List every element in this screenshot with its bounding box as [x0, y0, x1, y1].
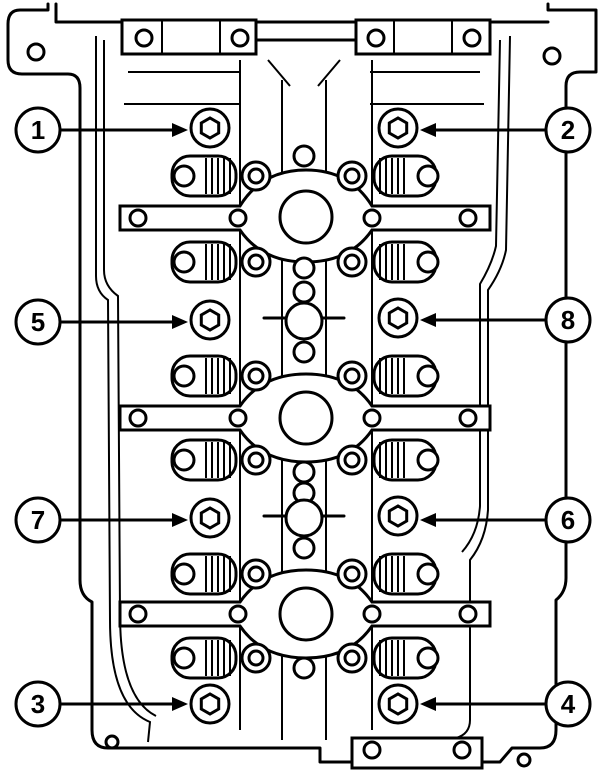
callout-8: 8	[420, 296, 592, 344]
valve-spring	[336, 354, 440, 398]
valve-spring	[336, 552, 440, 596]
callout-number: 6	[561, 505, 575, 535]
callout-number: 4	[561, 689, 576, 719]
valve-spring	[170, 438, 272, 482]
head-bolt-2	[377, 107, 419, 149]
head-bolt-5	[189, 299, 231, 341]
head-bolt-1	[189, 107, 231, 149]
head-bolt-8	[377, 297, 419, 339]
valve-spring	[170, 552, 272, 596]
callout-5: 5	[14, 298, 188, 346]
callout-circle	[544, 496, 592, 544]
callout-circle	[544, 296, 592, 344]
callout-circle	[14, 496, 62, 544]
callout-1: 1	[14, 106, 188, 154]
valve-spring	[336, 154, 440, 198]
head-bolts	[189, 107, 419, 725]
valve-spring	[170, 354, 272, 398]
head-bolt-6	[377, 495, 419, 537]
callout-number: 1	[31, 115, 45, 145]
arrowhead	[420, 697, 436, 711]
valve-spring	[336, 438, 440, 482]
callout-number: 2	[561, 115, 575, 145]
valve-spring	[170, 636, 272, 680]
callout-labels: 1 2 3 4 5 6 7 8	[14, 106, 592, 728]
bottom-camshaft-cap	[350, 736, 484, 770]
valve-spring	[170, 240, 272, 284]
valve-spring	[336, 636, 440, 680]
center-spark-plug-bosses	[262, 144, 346, 680]
valve-spring	[170, 154, 272, 198]
head-bolt-4	[377, 683, 419, 725]
callout-7: 7	[14, 496, 188, 544]
bearing-bridges	[118, 168, 492, 660]
callout-number: 3	[31, 689, 45, 719]
arrowhead	[172, 513, 188, 527]
callout-4: 4	[420, 680, 592, 728]
head-bolt-7	[189, 497, 231, 539]
arrowhead	[172, 123, 188, 137]
callout-circle	[544, 106, 592, 154]
top-camshaft-cap	[120, 18, 492, 56]
arrowhead	[420, 513, 436, 527]
callout-number: 8	[561, 305, 575, 335]
arrowhead	[420, 313, 436, 327]
valve-spring	[336, 240, 440, 284]
arrowhead	[172, 697, 188, 711]
arrowhead	[172, 315, 188, 329]
callout-circle	[544, 680, 592, 728]
arrowhead	[420, 123, 436, 137]
head-bolt-3	[189, 683, 231, 725]
valve-springs	[170, 154, 440, 680]
callout-number: 5	[31, 307, 45, 337]
callout-2: 2	[420, 106, 592, 154]
callout-3: 3	[14, 680, 188, 728]
callout-circle	[14, 680, 62, 728]
callout-6: 6	[420, 496, 592, 544]
callout-number: 7	[31, 505, 45, 535]
callout-circle	[14, 298, 62, 346]
callout-circle	[14, 106, 62, 154]
